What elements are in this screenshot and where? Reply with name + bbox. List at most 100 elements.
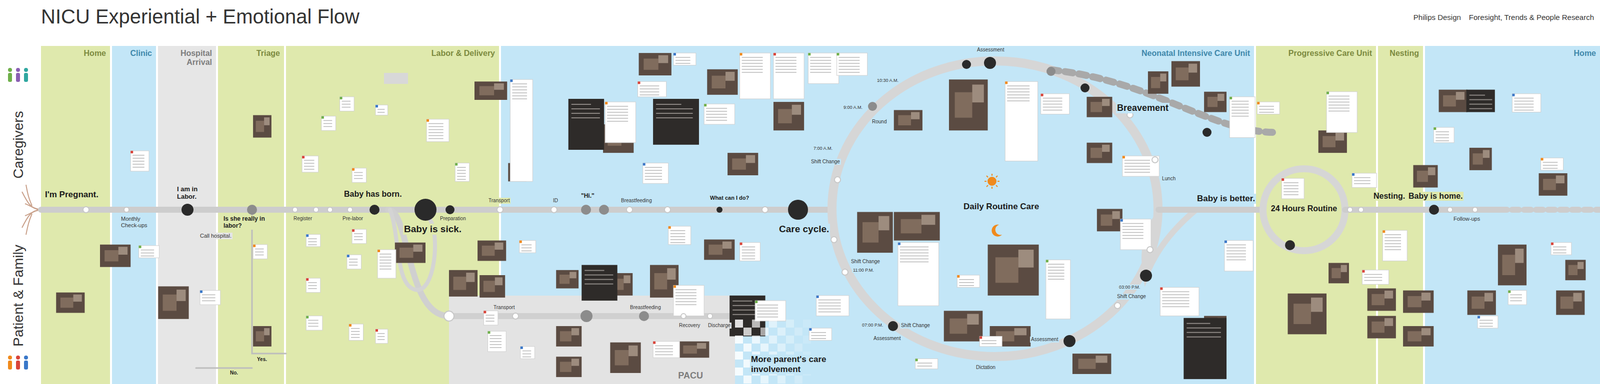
note-line — [354, 175, 363, 177]
photo-detail — [898, 115, 911, 126]
milestone-dot — [1202, 128, 1212, 137]
note-line — [351, 334, 360, 336]
note-line — [838, 69, 860, 70]
photo-detail — [1472, 153, 1483, 165]
note-line — [255, 249, 264, 250]
text-anchor: I'm Pregnant. — [44, 190, 100, 200]
note-tag — [352, 229, 355, 232]
mother-flow-line — [388, 210, 735, 317]
note-tag — [740, 53, 743, 56]
photo-detail — [1151, 77, 1160, 88]
photo — [474, 81, 507, 100]
note-line — [656, 104, 682, 105]
photo — [1467, 291, 1496, 316]
sticky-note — [915, 359, 938, 369]
person-icon — [24, 356, 28, 370]
note-line — [308, 238, 317, 240]
note-line — [1364, 277, 1382, 279]
photo-detail — [1502, 255, 1515, 276]
checker-square — [760, 376, 769, 384]
zone-header: Clinic — [130, 49, 152, 58]
photo — [253, 326, 272, 347]
note-line — [670, 236, 686, 238]
photo-detail — [658, 55, 669, 64]
milestone-dot — [834, 177, 841, 183]
milestone-dot — [716, 207, 723, 213]
text-anchor: Monthly Check-ups — [120, 216, 153, 229]
note-line — [1124, 166, 1150, 167]
photo-detail — [256, 331, 265, 342]
step-label: Round — [871, 119, 888, 125]
note-line — [1124, 172, 1150, 173]
note-line — [351, 331, 360, 333]
checker-square — [794, 344, 803, 352]
photo-detail — [708, 245, 723, 255]
note-line — [354, 172, 363, 174]
note-tag — [673, 285, 676, 288]
photo — [556, 270, 579, 289]
note-line — [323, 123, 332, 125]
sticky-note — [510, 79, 533, 182]
note-line — [675, 60, 691, 61]
text-anchor: Breavement — [1116, 103, 1170, 114]
photo-detail — [571, 359, 579, 366]
note-tag — [253, 245, 256, 248]
milestone-dot — [292, 207, 298, 213]
note-line — [1328, 96, 1350, 97]
text-anchor: Is she really in labor? — [222, 216, 270, 230]
photo-detail — [607, 131, 622, 146]
sticky-note — [340, 97, 355, 112]
zone-band: Home — [41, 46, 110, 384]
note-line — [1469, 104, 1493, 105]
photo-detail — [1443, 95, 1456, 107]
note-line — [757, 317, 778, 318]
checker-square — [803, 336, 811, 344]
milestone-dot — [1152, 157, 1158, 163]
photo — [944, 311, 983, 342]
milestone-dot — [962, 60, 971, 69]
photo-detail — [901, 219, 922, 234]
checker-square — [777, 376, 786, 384]
note-line — [1226, 248, 1246, 249]
text-anchor: 10:30 A.M. — [876, 78, 900, 83]
note-line — [757, 305, 778, 306]
note-line — [1007, 100, 1030, 102]
milestone-dot — [599, 205, 609, 215]
note-line — [1231, 101, 1249, 102]
diagram-title: NICU Experiential + Emotional Flow — [41, 5, 360, 28]
note-line — [1124, 160, 1150, 161]
checker-square — [794, 328, 803, 336]
note-line — [900, 262, 929, 263]
note-line — [428, 123, 444, 125]
note-line — [132, 158, 145, 159]
note-line — [457, 170, 466, 172]
photo-detail — [1407, 296, 1422, 308]
note-line — [1435, 131, 1449, 133]
note-line — [490, 344, 502, 346]
sticky-note — [488, 331, 507, 352]
text-anchor: Assessment — [872, 336, 902, 342]
note-line — [584, 270, 604, 272]
sticky-note — [638, 81, 667, 97]
note-line — [1043, 101, 1063, 102]
sticky-note — [1005, 81, 1038, 161]
photo-detail — [569, 272, 576, 279]
checker-square — [743, 376, 752, 384]
photo-detail — [1207, 97, 1218, 107]
note-line — [255, 255, 264, 256]
checker-square — [743, 344, 752, 352]
note-line — [1514, 104, 1534, 105]
photo-detail — [697, 343, 706, 349]
note-line — [1328, 111, 1350, 112]
step-label: Monthly Check-ups — [120, 216, 153, 229]
step-label: Register — [292, 216, 313, 222]
photo-detail — [560, 331, 572, 342]
photo-detail — [1384, 291, 1393, 299]
note-line — [1043, 107, 1063, 108]
note-line — [1469, 99, 1493, 101]
photo — [603, 124, 634, 153]
sticky-note — [1122, 156, 1159, 177]
note-line — [1328, 108, 1350, 109]
milestone-dot — [1147, 247, 1153, 253]
note-line — [323, 120, 332, 122]
